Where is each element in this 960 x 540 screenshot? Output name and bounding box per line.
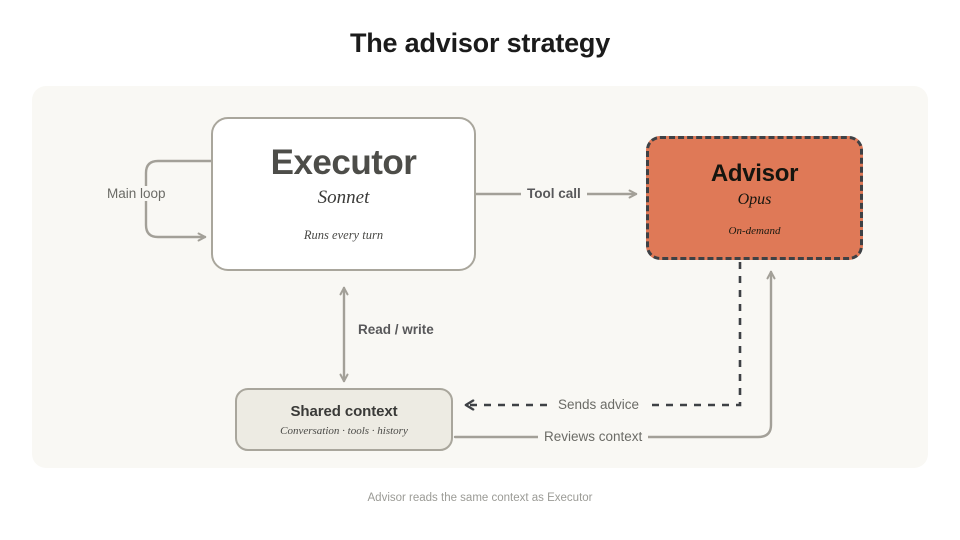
node-executor[interactable]: Executor Sonnet Runs every turn — [211, 117, 476, 271]
edge-label-tool-call: Tool call — [521, 186, 587, 201]
node-advisor[interactable]: Advisor Opus On-demand — [646, 136, 863, 260]
edge-label-reviews-context: Reviews context — [538, 429, 649, 444]
node-shared-context-note: Conversation · tools · history — [280, 424, 408, 437]
edge-label-main-loop: Main loop — [101, 186, 172, 201]
node-shared-context[interactable]: Shared context Conversation · tools · hi… — [235, 388, 453, 451]
node-executor-subtitle: Sonnet — [317, 187, 370, 209]
node-advisor-title: Advisor — [710, 159, 799, 187]
page-title: The advisor strategy — [349, 28, 611, 58]
edge-label-read-write: Read / write — [352, 322, 440, 337]
diagram-caption: Advisor reads the same context as Execut… — [367, 492, 593, 504]
node-executor-title: Executor — [270, 142, 417, 182]
node-executor-note: Runs every turn — [303, 228, 384, 243]
node-shared-context-title: Shared context — [290, 402, 398, 420]
node-advisor-note: On-demand — [728, 224, 781, 237]
edge-label-sends-advice: Sends advice — [552, 397, 646, 412]
node-advisor-subtitle: Opus — [737, 190, 772, 208]
